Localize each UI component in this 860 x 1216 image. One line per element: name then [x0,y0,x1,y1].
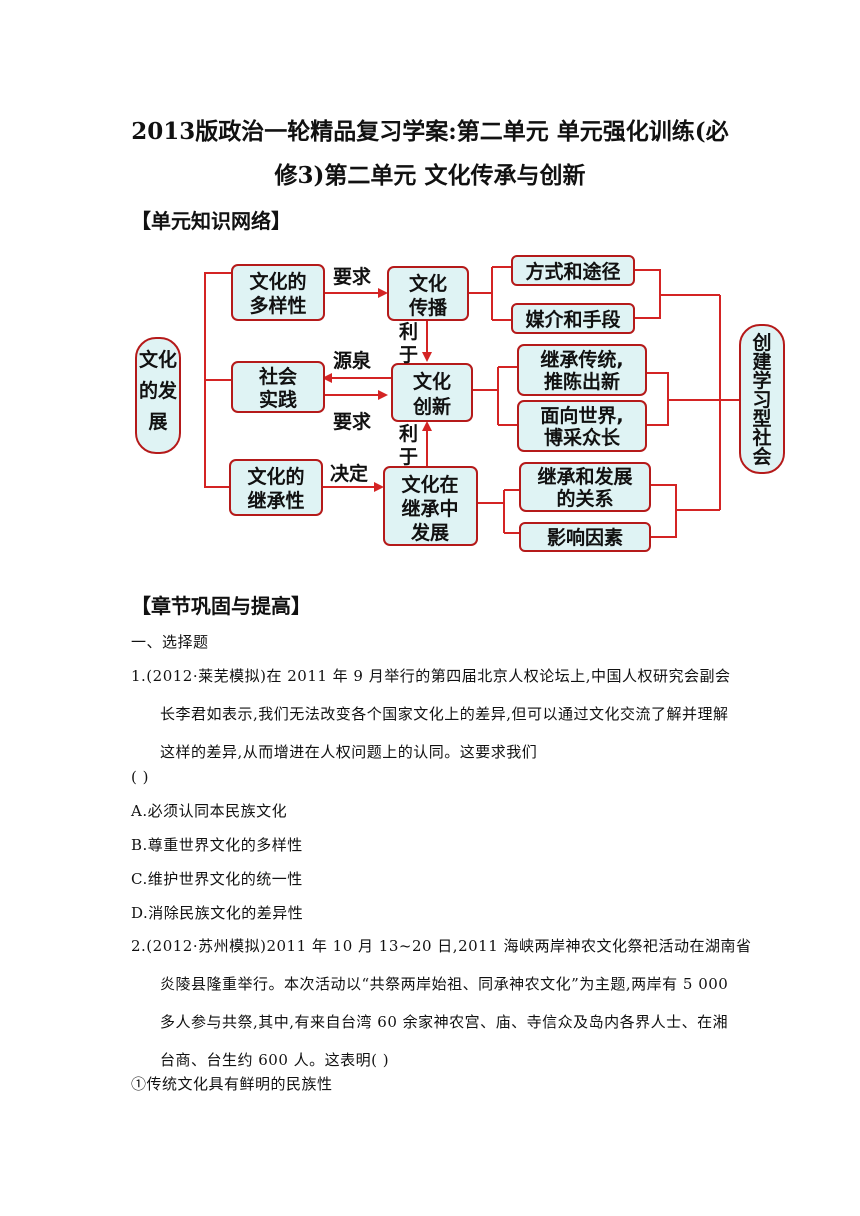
node-cultural-inheritance-line-2: 继承性 [247,489,304,512]
node-cultural-inheritance: 文化的 继承性 [229,459,323,516]
node-inherit-tradition: 继承传统, 推陈出新 [517,344,647,396]
node-social-practice-line-2: 实践 [259,388,297,411]
node-inherit-develop-relation: 继承和发展 的关系 [519,462,651,512]
node-media-and-means-label: 媒介和手段 [525,308,621,331]
node-develop-in-inheritance-line-2: 继承中 [401,497,458,520]
node-methods-and-ways-label: 方式和途径 [525,260,620,283]
node-cultural-inheritance-line-1: 文化的 [247,465,304,488]
node-media-and-means: 媒介和手段 [511,303,635,334]
edge-label-benefit-2b: 于 [399,446,418,468]
edge-label-benefit-2a: 利 [399,423,418,445]
part-one-heading: 一、选择题 [131,633,209,651]
node-face-the-world-line-2: 博采众长 [544,426,621,449]
question-2-line-2: 炎陵县隆重举行。本次活动以“共祭两岸始祖、同承神农文化”为主题,两岸有 5 00… [160,975,729,993]
diagram-connectors [204,266,740,538]
node-cultural-spread-line-1: 文化 [409,272,447,295]
node-develop-in-inheritance-line-3: 发展 [410,521,449,544]
node-cultural-development-line-3: 展 [148,411,167,433]
node-cultural-innovation-line-2: 创新 [412,395,451,418]
node-learning-society-char-1: 创 [751,331,771,354]
node-influencing-factors: 影响因素 [519,522,651,552]
edge-label-source: 源泉 [333,349,372,372]
node-methods-and-ways: 方式和途径 [511,255,635,286]
node-inherit-develop-relation-line-2: 的关系 [556,487,613,510]
node-social-practice: 社会 实践 [231,361,325,413]
question-1-option-d: D.消除民族文化的差异性 [131,904,304,922]
document-title-line-1: 2013版政治一轮精品复习学案:第二单元 单元强化训练(必 [131,118,729,145]
node-inherit-develop-relation-line-1: 继承和发展 [537,465,632,488]
question-1-line-1: 1.(2012·莱芜模拟)在 2011 年 9 月举行的第四届北京人权论坛上,中… [131,667,731,685]
node-cultural-diversity-line-2: 多样性 [249,294,306,317]
node-social-practice-line-1: 社会 [258,365,297,388]
node-learning-society: 创 建 学 习 型 社 会 [739,324,785,474]
document-title-line-2: 修3)第二单元 文化传承与创新 [274,162,586,189]
node-cultural-development: 文化 的发 展 [135,337,181,454]
node-face-the-world: 面向世界, 博采众长 [517,400,647,452]
question-2-line-3: 多人参与共祭,其中,有来自台湾 60 余家神农宫、庙、寺信众及岛内各界人士、在湘 [160,1013,729,1031]
question-2-line-1: 2.(2012·苏州模拟)2011 年 10 月 13~20 日,2011 海峡… [131,937,752,955]
node-develop-in-inheritance-line-1: 文化在 [401,473,458,496]
question-1-option-c: C.维护世界文化的统一性 [131,870,303,888]
edge-label-require-1: 要求 [333,265,372,288]
node-learning-society-char-7: 会 [752,445,771,468]
question-1-line-3: 这样的差异,从而增进在人权问题上的认同。这要求我们 [160,743,538,761]
question-1-option-b: B.尊重世界文化的多样性 [131,836,303,854]
node-influencing-factors-label: 影响因素 [547,526,623,549]
question-1-line-2: 长李君如表示,我们无法改变各个国家文化上的差异,但可以通过文化交流了解并理解 [160,705,729,723]
section-heading-review: 【章节巩固与提高】 [131,594,311,618]
node-cultural-innovation-line-1: 文化 [413,370,451,393]
node-cultural-development-line-2: 的发 [139,379,178,402]
question-2-line-4: 台商、台生约 600 人。这表明( ) [160,1051,390,1069]
edge-label-require-2: 要求 [333,410,372,433]
node-inherit-tradition-line-1: 继承传统, [540,348,623,371]
node-learning-society-char-4: 习 [752,389,771,411]
node-develop-in-inheritance: 文化在 继承中 发展 [383,466,478,546]
node-cultural-innovation: 文化 创新 [391,363,473,422]
edge-label-benefit-1b: 于 [399,344,418,366]
node-learning-society-char-5: 型 [752,407,771,430]
node-inherit-tradition-line-2: 推陈出新 [544,370,620,393]
edge-label-determine: 决定 [330,462,368,485]
section-heading-network: 【单元知识网络】 [131,209,291,233]
node-cultural-development-line-1: 文化 [139,348,177,371]
node-face-the-world-line-1: 面向世界, [540,404,623,427]
question-1-answer-blank: ( ) [131,768,149,786]
question-1-option-a: A.必须认同本民族文化 [131,802,288,820]
node-learning-society-char-6: 社 [751,426,771,449]
question-2-item-1: ①传统文化具有鲜明的民族性 [131,1075,333,1093]
node-cultural-spread-line-2: 传播 [408,296,448,319]
node-learning-society-char-2: 建 [752,350,771,373]
node-cultural-spread: 文化 传播 [387,266,469,321]
edge-label-benefit-1a: 利 [399,321,418,343]
node-cultural-diversity-line-1: 文化的 [249,270,306,293]
node-learning-society-char-3: 学 [752,369,771,392]
knowledge-network-diagram: 文化 的发 展 文化的 多样性 社会 实践 文化的 继承性 文化 传播 文化 创… [135,255,785,552]
node-cultural-diversity: 文化的 多样性 [231,264,325,321]
